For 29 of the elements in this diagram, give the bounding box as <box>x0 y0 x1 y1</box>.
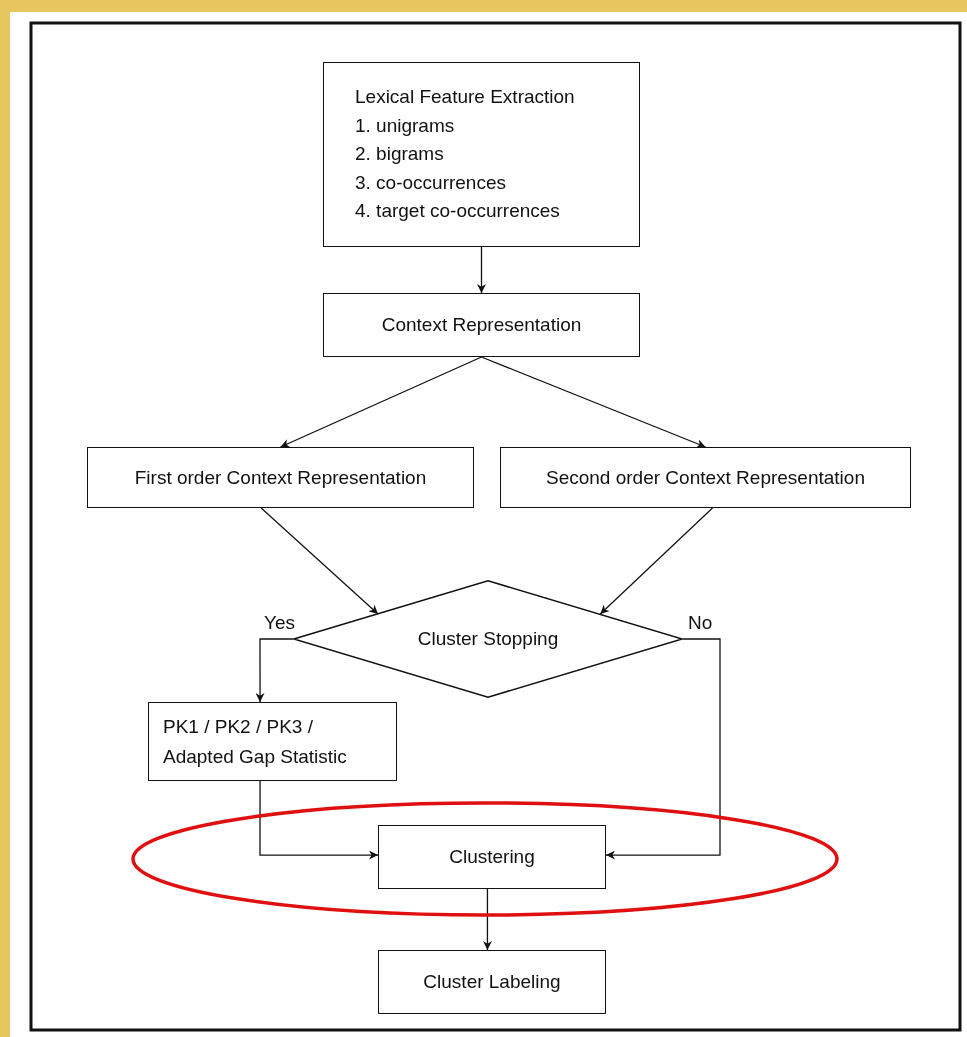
arrow <box>482 888 492 951</box>
process-box <box>87 447 474 508</box>
process-box <box>500 447 911 508</box>
box-label: First order Context Representation <box>133 466 428 489</box>
arrow <box>255 638 294 703</box>
box-label: Second order Context Representation <box>545 466 866 489</box>
process-box <box>323 62 640 247</box>
list-item: 2. bigrams <box>355 142 444 166</box>
list-item: 1. unigrams <box>355 113 455 138</box>
list-item: 3. co-occurrences <box>355 170 506 195</box>
arrow <box>599 507 714 615</box>
box-heading: Lexical Feature Extraction <box>355 85 575 109</box>
arrow <box>259 780 379 860</box>
process-box <box>323 293 640 357</box>
box-label: Context Representation <box>380 314 583 336</box>
list-item: 4. target co-occurrences <box>355 199 560 223</box>
arrow <box>279 356 483 448</box>
box-label: PK1 / PK2 / PK3 / Adapted Gap Statistic <box>162 714 348 769</box>
box-label: Cluster Labeling <box>422 971 562 993</box>
arrow <box>477 246 486 294</box>
arrow <box>605 638 721 860</box>
box-label: Cluster Stopping <box>416 628 560 650</box>
arrow <box>480 356 707 448</box>
process-box <box>148 702 397 781</box>
process-box <box>378 825 606 889</box>
process-box <box>378 950 606 1014</box>
arrow <box>260 507 379 615</box>
box-label: Clustering <box>448 846 536 868</box>
decision-diamond <box>293 580 683 698</box>
